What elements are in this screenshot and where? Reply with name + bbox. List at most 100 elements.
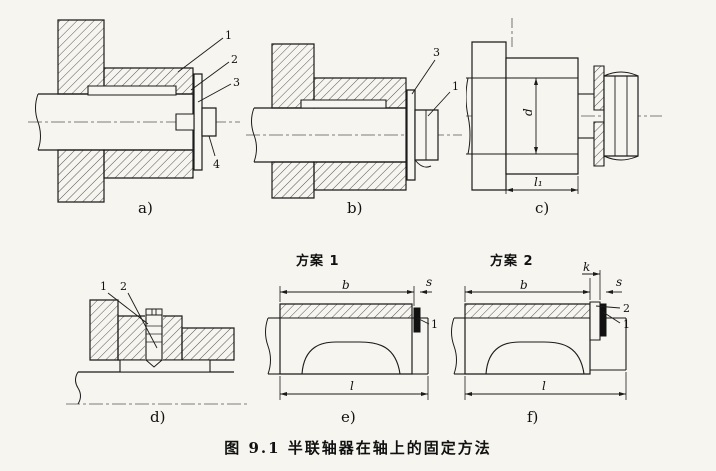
dim-b-arrow-right <box>583 290 590 294</box>
dim-l1-arrow-right <box>571 188 578 192</box>
key <box>301 100 386 108</box>
figure-e-drawing: b s 1 l <box>260 275 438 412</box>
circlip <box>414 308 420 332</box>
shaft-break-line <box>252 108 257 162</box>
shaft-break-line <box>452 318 457 374</box>
dim-d-label: d <box>521 108 535 116</box>
leader-1 <box>428 92 450 116</box>
callout-2-label: 2 <box>120 280 127 293</box>
dim-l-label: l <box>350 379 354 393</box>
figure-c: d l₁ <box>466 14 666 204</box>
callout-2-label: 2 <box>231 53 238 66</box>
leader-2 <box>596 306 620 308</box>
screw-tip <box>146 360 162 367</box>
figure-c-label: c) <box>535 199 550 217</box>
figure-d-label: d) <box>150 408 166 426</box>
callout-1-label: 1 <box>452 80 459 93</box>
hub-lower-section <box>104 150 193 178</box>
leader-1 <box>417 318 429 324</box>
leader-2 <box>191 62 229 90</box>
flange-section <box>90 300 118 360</box>
figure-e: b s 1 l <box>260 262 438 412</box>
spacer-ring <box>590 302 600 340</box>
figure-d: 1 2 <box>62 276 252 416</box>
key <box>88 86 176 95</box>
hub-block <box>506 58 578 174</box>
leader-4 <box>209 136 215 156</box>
dim-s-arrow <box>606 290 613 294</box>
bore-relief-arch <box>486 342 584 374</box>
end-washer <box>194 74 202 170</box>
dim-d-arrow-top <box>534 78 538 85</box>
figure-e-label: e) <box>341 408 356 426</box>
leader-3 <box>412 60 435 94</box>
dim-l-arrow-left <box>280 392 287 396</box>
dim-l-label: l <box>542 379 546 393</box>
flange-plate <box>472 42 506 190</box>
coupling-flange-lower <box>58 150 104 202</box>
figure-a-label: a) <box>138 199 153 217</box>
callout-3-label: 3 <box>233 76 240 89</box>
callout-1-label: 1 <box>431 318 438 331</box>
callout-1-label: 1 <box>100 280 107 293</box>
dim-b-label: b <box>342 278 350 292</box>
callout-1-label: 1 <box>623 318 630 331</box>
circlip <box>600 304 606 336</box>
figure-d-drawing: 1 2 <box>62 280 252 416</box>
scheme-1-title: 方案 1 <box>296 254 340 269</box>
nut-chamfer-bottom <box>604 156 638 160</box>
coupling-flange-upper <box>272 44 314 108</box>
shaft-break-line <box>36 94 41 150</box>
figure-a: 1 2 3 4 <box>28 10 243 210</box>
dim-b-arrow-left <box>280 290 287 294</box>
leader-1 <box>178 38 223 72</box>
leader-3 <box>198 84 231 102</box>
hub-lower-section <box>314 162 406 190</box>
hub-step-section <box>182 328 234 360</box>
hub-hatch-band <box>465 304 590 318</box>
round-nut <box>415 110 438 160</box>
bore-relief-arch <box>302 342 400 374</box>
figure-caption: 图 9.1 半联轴器在轴上的固定方法 <box>224 439 492 457</box>
scheme-2-title: 方案 2 <box>490 254 534 269</box>
dim-l-arrow-right <box>421 392 428 396</box>
figure-a-drawing: 1 2 3 4 <box>28 10 240 210</box>
figure-f-label: f) <box>527 408 539 426</box>
nut-chamfer-top <box>604 72 638 76</box>
dim-k-arrow <box>593 272 600 276</box>
dim-s-label: s <box>616 275 622 289</box>
set-screw-head <box>146 309 162 315</box>
dim-b-arrow-left <box>465 290 472 294</box>
dim-l-arrow-right <box>619 392 626 396</box>
figure-f: b k s 2 1 l <box>450 262 645 412</box>
figure-f-drawing: b k s 2 1 l <box>450 262 630 412</box>
dim-d-arrow-bottom <box>534 147 538 154</box>
washer-lower-section <box>594 122 604 166</box>
callout-3-label: 3 <box>433 46 440 59</box>
lock-washer <box>407 90 415 180</box>
coupling-flange-lower <box>272 162 314 198</box>
bolt-head <box>202 108 216 136</box>
figure-c-drawing: d l₁ <box>466 14 666 204</box>
dim-s-label: s <box>426 275 432 289</box>
shaft-break-line <box>266 318 271 374</box>
callout-1-label: 1 <box>225 29 232 42</box>
figure-b-label: b) <box>347 199 363 217</box>
figure-b: 3 1 <box>246 38 466 203</box>
dim-b-label: b <box>520 278 528 292</box>
washer-tab <box>415 160 431 167</box>
dim-k-label: k <box>583 262 590 274</box>
leader-1 <box>603 312 620 323</box>
hex-nut <box>604 76 638 156</box>
key <box>120 360 210 372</box>
leader-2 <box>128 293 157 348</box>
dim-l1-arrow-left <box>506 188 513 192</box>
bolt-shank <box>176 114 194 130</box>
hub-hatch-band <box>280 304 412 318</box>
dim-l-arrow-left <box>465 392 472 396</box>
coupling-flange-upper <box>58 20 104 94</box>
shaft-break-line <box>76 372 81 404</box>
callout-4-label: 4 <box>213 158 220 171</box>
dim-b-arrow-right <box>407 290 414 294</box>
